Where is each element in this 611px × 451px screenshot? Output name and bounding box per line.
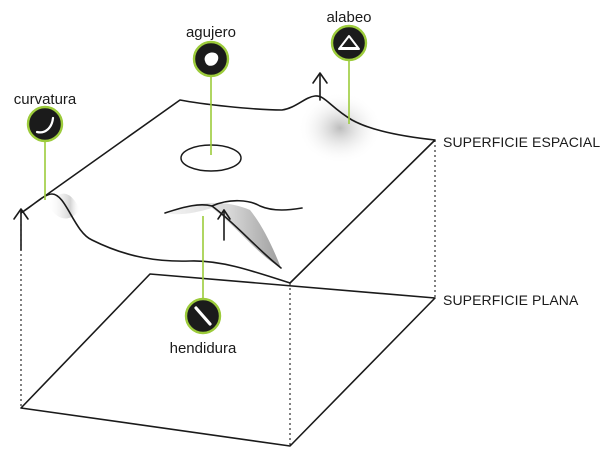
arrow-slit [217, 209, 231, 241]
label-hendidura: hendidura [170, 340, 237, 357]
hole-icon [204, 52, 219, 66]
badge-hendidura [184, 297, 222, 335]
leader-lines [44, 57, 350, 301]
flat-surface [20, 273, 436, 447]
slit-icon [194, 306, 212, 326]
arrow-left [13, 208, 29, 251]
badge-agujero [192, 40, 230, 78]
normal-arrows [13, 72, 328, 251]
label-agujero: agujero [186, 24, 236, 41]
label-alabeo: alabeo [326, 9, 371, 26]
warp-shading [298, 92, 382, 164]
badge-alabeo [330, 24, 368, 62]
flat-surface-outline [20, 273, 436, 447]
spatial-surface-outline [20, 95, 436, 284]
badge-curvatura [26, 105, 64, 143]
curve-icon [35, 116, 55, 134]
spatial-surface [20, 92, 436, 284]
arrow-warp [312, 72, 328, 101]
label-superficie-espacial: SUPERFICIE ESPACIAL [443, 134, 600, 150]
label-curvatura: curvatura [14, 91, 77, 108]
label-superficie-plana: SUPERFICIE PLANA [443, 292, 579, 308]
curvature-shading [48, 193, 80, 219]
slit-upper-edge [211, 199, 303, 211]
dotted-verticals [20, 140, 436, 446]
slit-fill [165, 202, 281, 268]
